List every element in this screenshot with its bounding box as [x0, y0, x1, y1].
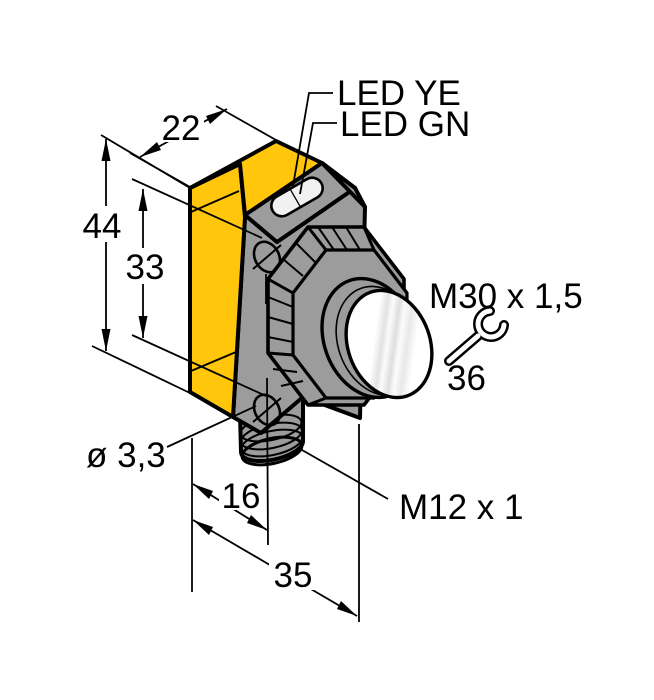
dim-16-label: 16 — [222, 477, 261, 516]
wrench-icon — [444, 306, 509, 366]
dim-33: 33 — [122, 178, 267, 397]
thread-hatching — [267, 226, 361, 387]
led-callouts: LED YE LED GN — [292, 74, 470, 195]
hole-diameter-label: ø 3,3 — [86, 436, 166, 475]
nut-prism-edges — [267, 226, 376, 407]
hole-diameter-callout: ø 3,3 — [86, 405, 257, 475]
led-gn-label: LED GN — [340, 105, 470, 144]
m30-thread-label: M30 x 1,5 — [429, 277, 583, 316]
m12-callout: M12 x 1 — [301, 449, 524, 527]
side-face — [188, 162, 247, 419]
dim-16: 16 — [191, 438, 268, 592]
m30-nut — [266, 225, 434, 407]
lens-face — [344, 288, 434, 400]
m30-callout: M30 x 1,5 36 — [429, 277, 583, 398]
wrench-size-label: 36 — [447, 359, 486, 398]
dim-33-label: 33 — [126, 248, 165, 287]
dim-44: 44 — [80, 134, 191, 394]
led-window — [270, 176, 324, 218]
dim-35-label: 35 — [274, 556, 313, 595]
centerlines — [265, 274, 269, 546]
dim-22-label: 22 — [162, 109, 201, 148]
dim-44-label: 44 — [83, 207, 122, 246]
m12-thread-label: M12 x 1 — [399, 488, 524, 527]
dim-35: 35 — [192, 424, 360, 622]
led-ye-label: LED YE — [337, 74, 461, 113]
top-right-facet — [320, 161, 367, 209]
